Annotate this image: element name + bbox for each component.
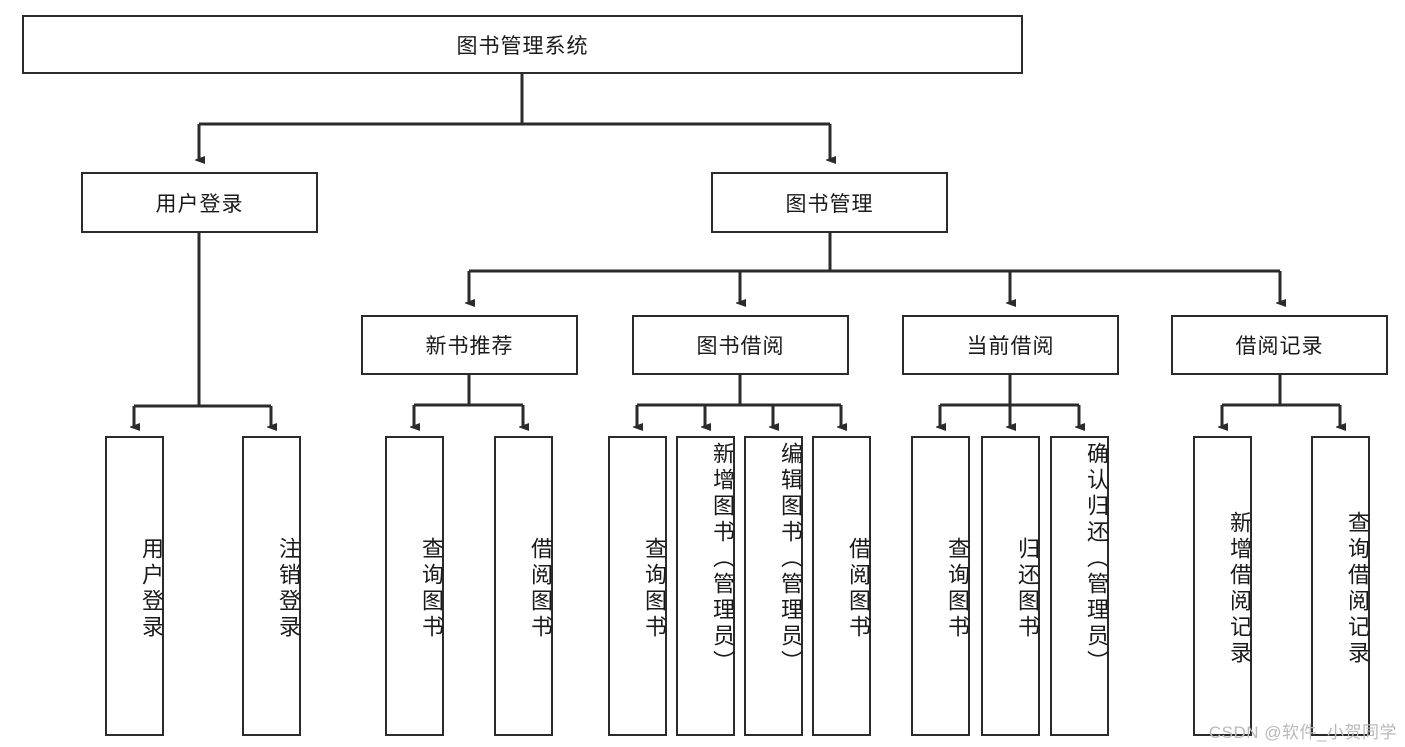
node-leaf-return-book[interactable]: 归还图书 (981, 436, 1040, 736)
node-root[interactable]: 图书管理系统 (22, 15, 1023, 74)
node-leaf-user-logout-label: 注销登录 (276, 537, 301, 641)
node-leaf-confirm-return-admin-label: 确认归还（管理员） (1084, 442, 1109, 676)
watermark: CSDN @软件_小贺同学 (1208, 723, 1397, 742)
node-leaf-query-book-1[interactable]: 查询图书 (385, 436, 444, 736)
node-leaf-borrow-book-2[interactable]: 借阅图书 (812, 436, 871, 736)
node-book-borrow[interactable]: 图书借阅 (632, 315, 849, 375)
node-leaf-edit-book-admin-label: 编辑图书（管理员） (778, 442, 803, 676)
node-current-borrow-label: 当前借阅 (966, 335, 1055, 358)
node-leaf-return-book-label: 归还图书 (1015, 537, 1040, 641)
node-borrow-record-label: 借阅记录 (1235, 335, 1324, 358)
node-leaf-query-borrow-record[interactable]: 查询借阅记录 (1311, 436, 1370, 736)
node-leaf-borrow-book-1-label: 借阅图书 (528, 537, 553, 641)
node-book-borrow-label: 图书借阅 (696, 335, 785, 358)
node-root-label: 图书管理系统 (456, 34, 589, 58)
node-leaf-query-book-1-label: 查询图书 (419, 537, 444, 641)
node-leaf-user-login[interactable]: 用户登录 (105, 436, 164, 736)
node-leaf-confirm-return-admin[interactable]: 确认归还（管理员） (1050, 436, 1109, 736)
node-book-management-label: 图书管理 (785, 192, 874, 216)
node-leaf-add-book-admin[interactable]: 新增图书（管理员） (676, 436, 735, 736)
node-leaf-add-borrow-record[interactable]: 新增借阅记录 (1193, 436, 1252, 736)
node-leaf-add-borrow-record-label: 新增借阅记录 (1227, 511, 1252, 667)
node-user-login[interactable]: 用户登录 (81, 172, 318, 233)
node-leaf-borrow-book-2-label: 借阅图书 (846, 537, 871, 641)
node-current-borrow[interactable]: 当前借阅 (902, 315, 1119, 375)
node-leaf-borrow-book-1[interactable]: 借阅图书 (494, 436, 553, 736)
node-leaf-query-borrow-record-label: 查询借阅记录 (1345, 511, 1370, 667)
node-leaf-user-login-label: 用户登录 (139, 537, 164, 641)
node-leaf-add-book-admin-label: 新增图书（管理员） (710, 442, 735, 676)
node-leaf-query-book-3-label: 查询图书 (945, 537, 970, 641)
node-new-book-recommend-label: 新书推荐 (425, 335, 514, 358)
node-borrow-record[interactable]: 借阅记录 (1171, 315, 1388, 375)
node-leaf-query-book-2-label: 查询图书 (642, 537, 667, 641)
node-user-login-label: 用户登录 (155, 192, 244, 216)
node-leaf-user-logout[interactable]: 注销登录 (242, 436, 301, 736)
node-leaf-query-book-2[interactable]: 查询图书 (608, 436, 667, 736)
node-book-management[interactable]: 图书管理 (711, 172, 948, 233)
node-leaf-query-book-3[interactable]: 查询图书 (911, 436, 970, 736)
node-new-book-recommend[interactable]: 新书推荐 (361, 315, 578, 375)
node-leaf-edit-book-admin[interactable]: 编辑图书（管理员） (744, 436, 803, 736)
